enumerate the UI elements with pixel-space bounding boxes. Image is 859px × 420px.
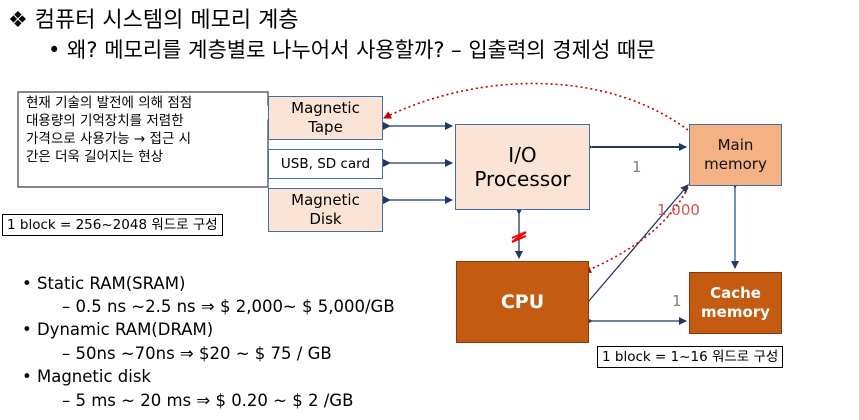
list-detail-dram: – 50ns ~70ns ⇒ $20 ~ $ 75 / GB <box>62 344 332 363</box>
io-processor-label-1: I/O <box>508 143 537 167</box>
page-title: ❖ 컴퓨터 시스템의 메모리 계층 <box>8 8 299 33</box>
cache-memory-label-2: memory <box>701 303 770 321</box>
callout-line: 가격으로 사용가능 → 접근 시 <box>26 131 192 147</box>
cache-ratio-one: 1 <box>672 292 682 310</box>
main-memory-label-2: memory <box>704 155 767 173</box>
cpu-label: CPU <box>500 291 545 313</box>
callout-line: 간은 더욱 길어지는 현상 <box>26 149 164 165</box>
list-item-disk: • Magnetic disk <box>22 367 151 386</box>
main-memory-label-1: Main <box>717 136 754 154</box>
magnetic-disk-label-2: Disk <box>309 210 342 228</box>
disk-block-note: 1 block = 256~2048 워드로 구성 <box>2 214 223 236</box>
magnetic-tape-label-2: Tape <box>308 118 343 136</box>
magnetic-tape-box: Magnetic Tape <box>268 96 383 140</box>
cache-block-note: 1 block = 1~16 워드로 구성 <box>597 346 784 368</box>
list-item-dram: • Dynamic RAM(DRAM) <box>22 320 214 339</box>
callout-line: 대용량의 기억장치를 저렴한 <box>26 113 184 129</box>
list-detail-sram: – 0.5 ns ~2.5 ns ⇒ $ 2,000~ $ 5,000/GB <box>62 297 395 316</box>
list-detail-disk: – 5 ms ~ 20 ms ⇒ $ 0.20 ~ $ 2 /GB <box>62 391 354 410</box>
io-processor-box: I/O Processor <box>455 124 590 210</box>
main-ratio-one: 1 <box>632 158 642 176</box>
magnetic-tape-label-1: Magnetic <box>291 99 360 117</box>
main-memory-box: Main memory <box>689 124 782 186</box>
cpu-box: CPU <box>456 261 589 343</box>
usb-sd-box: USB, SD card <box>268 149 383 179</box>
callout-text: 현재 기술의 발전에 의해 점점 대용량의 기억장치를 저렴한 가격으로 사용가… <box>26 94 266 166</box>
magnetic-disk-label-1: Magnetic <box>291 191 360 209</box>
io-processor-label-2: Processor <box>474 167 571 191</box>
cache-memory-label-1: Cache <box>710 284 761 302</box>
bottleneck-icon <box>511 231 527 243</box>
cache-memory-box: Cache memory <box>689 272 782 334</box>
main-ratio-thousand: 1,000 <box>657 201 700 219</box>
usb-sd-label: USB, SD card <box>280 156 371 172</box>
magnetic-disk-box: Magnetic Disk <box>268 188 383 232</box>
list-item-sram: • Static RAM(SRAM) <box>22 274 186 293</box>
callout-line: 현재 기술의 발전에 의해 점점 <box>26 95 193 111</box>
page-subtitle: • 왜? 메모리를 계층별로 나누어서 사용할까? – 입출력의 경제성 때문 <box>48 38 656 62</box>
